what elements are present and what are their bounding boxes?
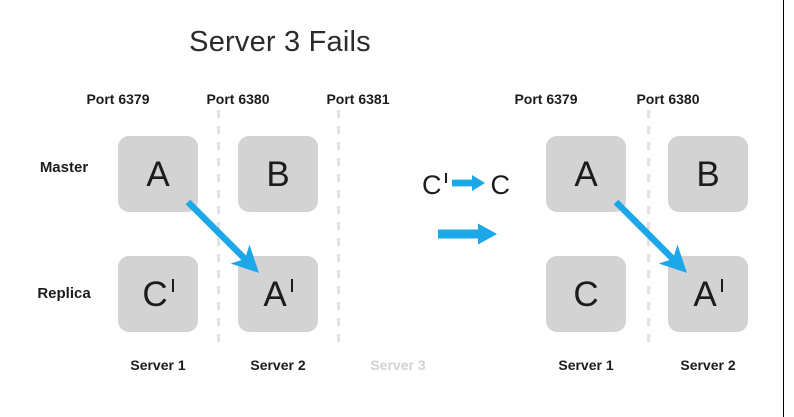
node-label: B [696,154,720,194]
node-before-server1-replica[interactable]: C [118,256,198,332]
node-label: B [266,154,290,194]
node-label: A [574,154,598,194]
right-arrow-icon [438,222,498,251]
node-before-server2-replica[interactable]: A [238,256,318,332]
node-label: A [263,277,293,312]
port-label-before-3: Port 6381 [326,91,390,107]
node-label: A [146,154,170,194]
node-before-server2-master[interactable]: B [238,136,318,212]
server-label-before-1: Server 1 [130,357,186,373]
server-label-before-3: Server 3 [370,357,426,373]
port-label-before-2: Port 6380 [206,91,270,107]
prime-mark [444,173,447,183]
prime-mark [720,278,723,292]
column-divider [337,110,340,350]
prime-mark [290,278,293,292]
port-label-after-1: Port 6379 [514,91,578,107]
prime-mark [171,278,174,292]
page-title: Server 3 Fails [189,26,371,58]
node-after-server2-replica[interactable]: A [668,256,748,332]
column-divider [217,110,220,350]
server-label-after-1: Server 1 [558,357,614,373]
legend-promotion-row: C C [422,172,510,199]
column-divider [647,110,650,350]
node-label: C [573,274,599,314]
legend-term-to: C [490,170,511,200]
row-label-master: Master [39,159,89,176]
node-after-server1-master[interactable]: A [546,136,626,212]
right-arrow-icon [451,174,486,197]
slide-right-border [783,0,784,417]
node-before-server1-master[interactable]: A [118,136,198,212]
legend-term-from: C [422,172,447,199]
node-after-server2-master[interactable]: B [668,136,748,212]
server-label-before-2: Server 2 [250,357,306,373]
port-label-after-2: Port 6380 [636,91,700,107]
row-label-replica: Replica [37,285,91,302]
node-label: A [693,277,723,312]
node-label: C [142,277,174,312]
node-after-server1-replica[interactable]: C [546,256,626,332]
legend: C C [404,170,534,250]
port-label-before-1: Port 6379 [86,91,150,107]
server-label-after-2: Server 2 [680,357,736,373]
